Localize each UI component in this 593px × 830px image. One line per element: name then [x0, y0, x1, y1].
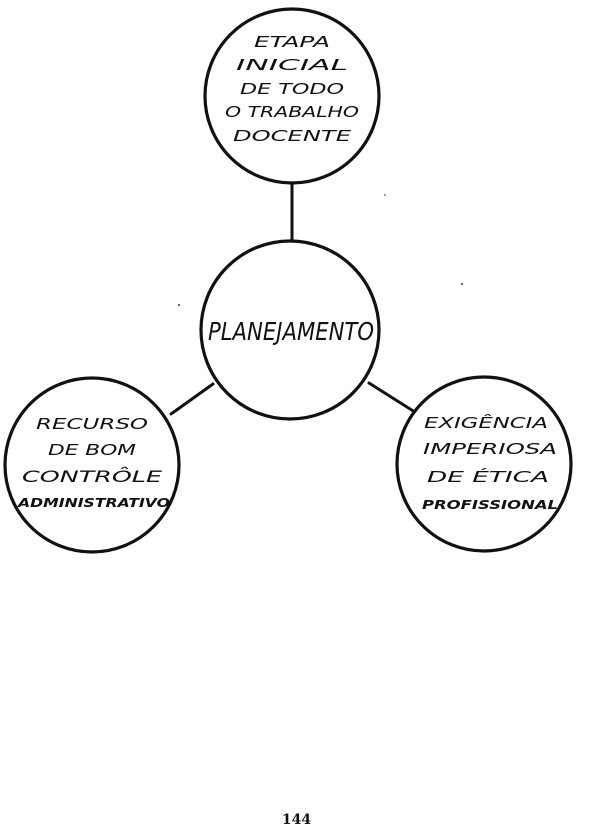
- node-left-line-3: CONTRÔLE: [22, 467, 163, 486]
- page-number: 144: [0, 812, 593, 828]
- scan-speck: [461, 283, 463, 285]
- node-top-line-4: O TRABALHO: [225, 103, 359, 121]
- node-circle-right: [397, 377, 571, 551]
- node-top-line-1: ETAPA: [254, 33, 330, 51]
- node-left-line-2: DE BOM: [48, 441, 136, 459]
- node-left-line-1: RECURSO: [36, 415, 148, 433]
- node-right-line-3: DE ÉTICA: [427, 467, 549, 486]
- node-right-line-4: PROFISSIONAL: [422, 498, 558, 512]
- node-top-line-2: INICIAL: [236, 56, 348, 74]
- center-label: PLANEJAMENTO: [208, 317, 374, 346]
- node-top-line-3: DE TODO: [240, 80, 344, 98]
- node-right-line-2: IMPERIOSA: [423, 440, 557, 458]
- node-left-line-4: ADMINISTRATIVO: [17, 496, 170, 510]
- connector-right: [369, 383, 418, 414]
- scan-speck: [178, 304, 180, 306]
- node-right-line-1: EXIGÊNCIA: [424, 413, 548, 432]
- node-circle-left: [5, 378, 179, 552]
- node-top-line-5: DOCENTE: [233, 127, 352, 145]
- scan-speck: [384, 194, 386, 196]
- connector-left: [171, 384, 213, 414]
